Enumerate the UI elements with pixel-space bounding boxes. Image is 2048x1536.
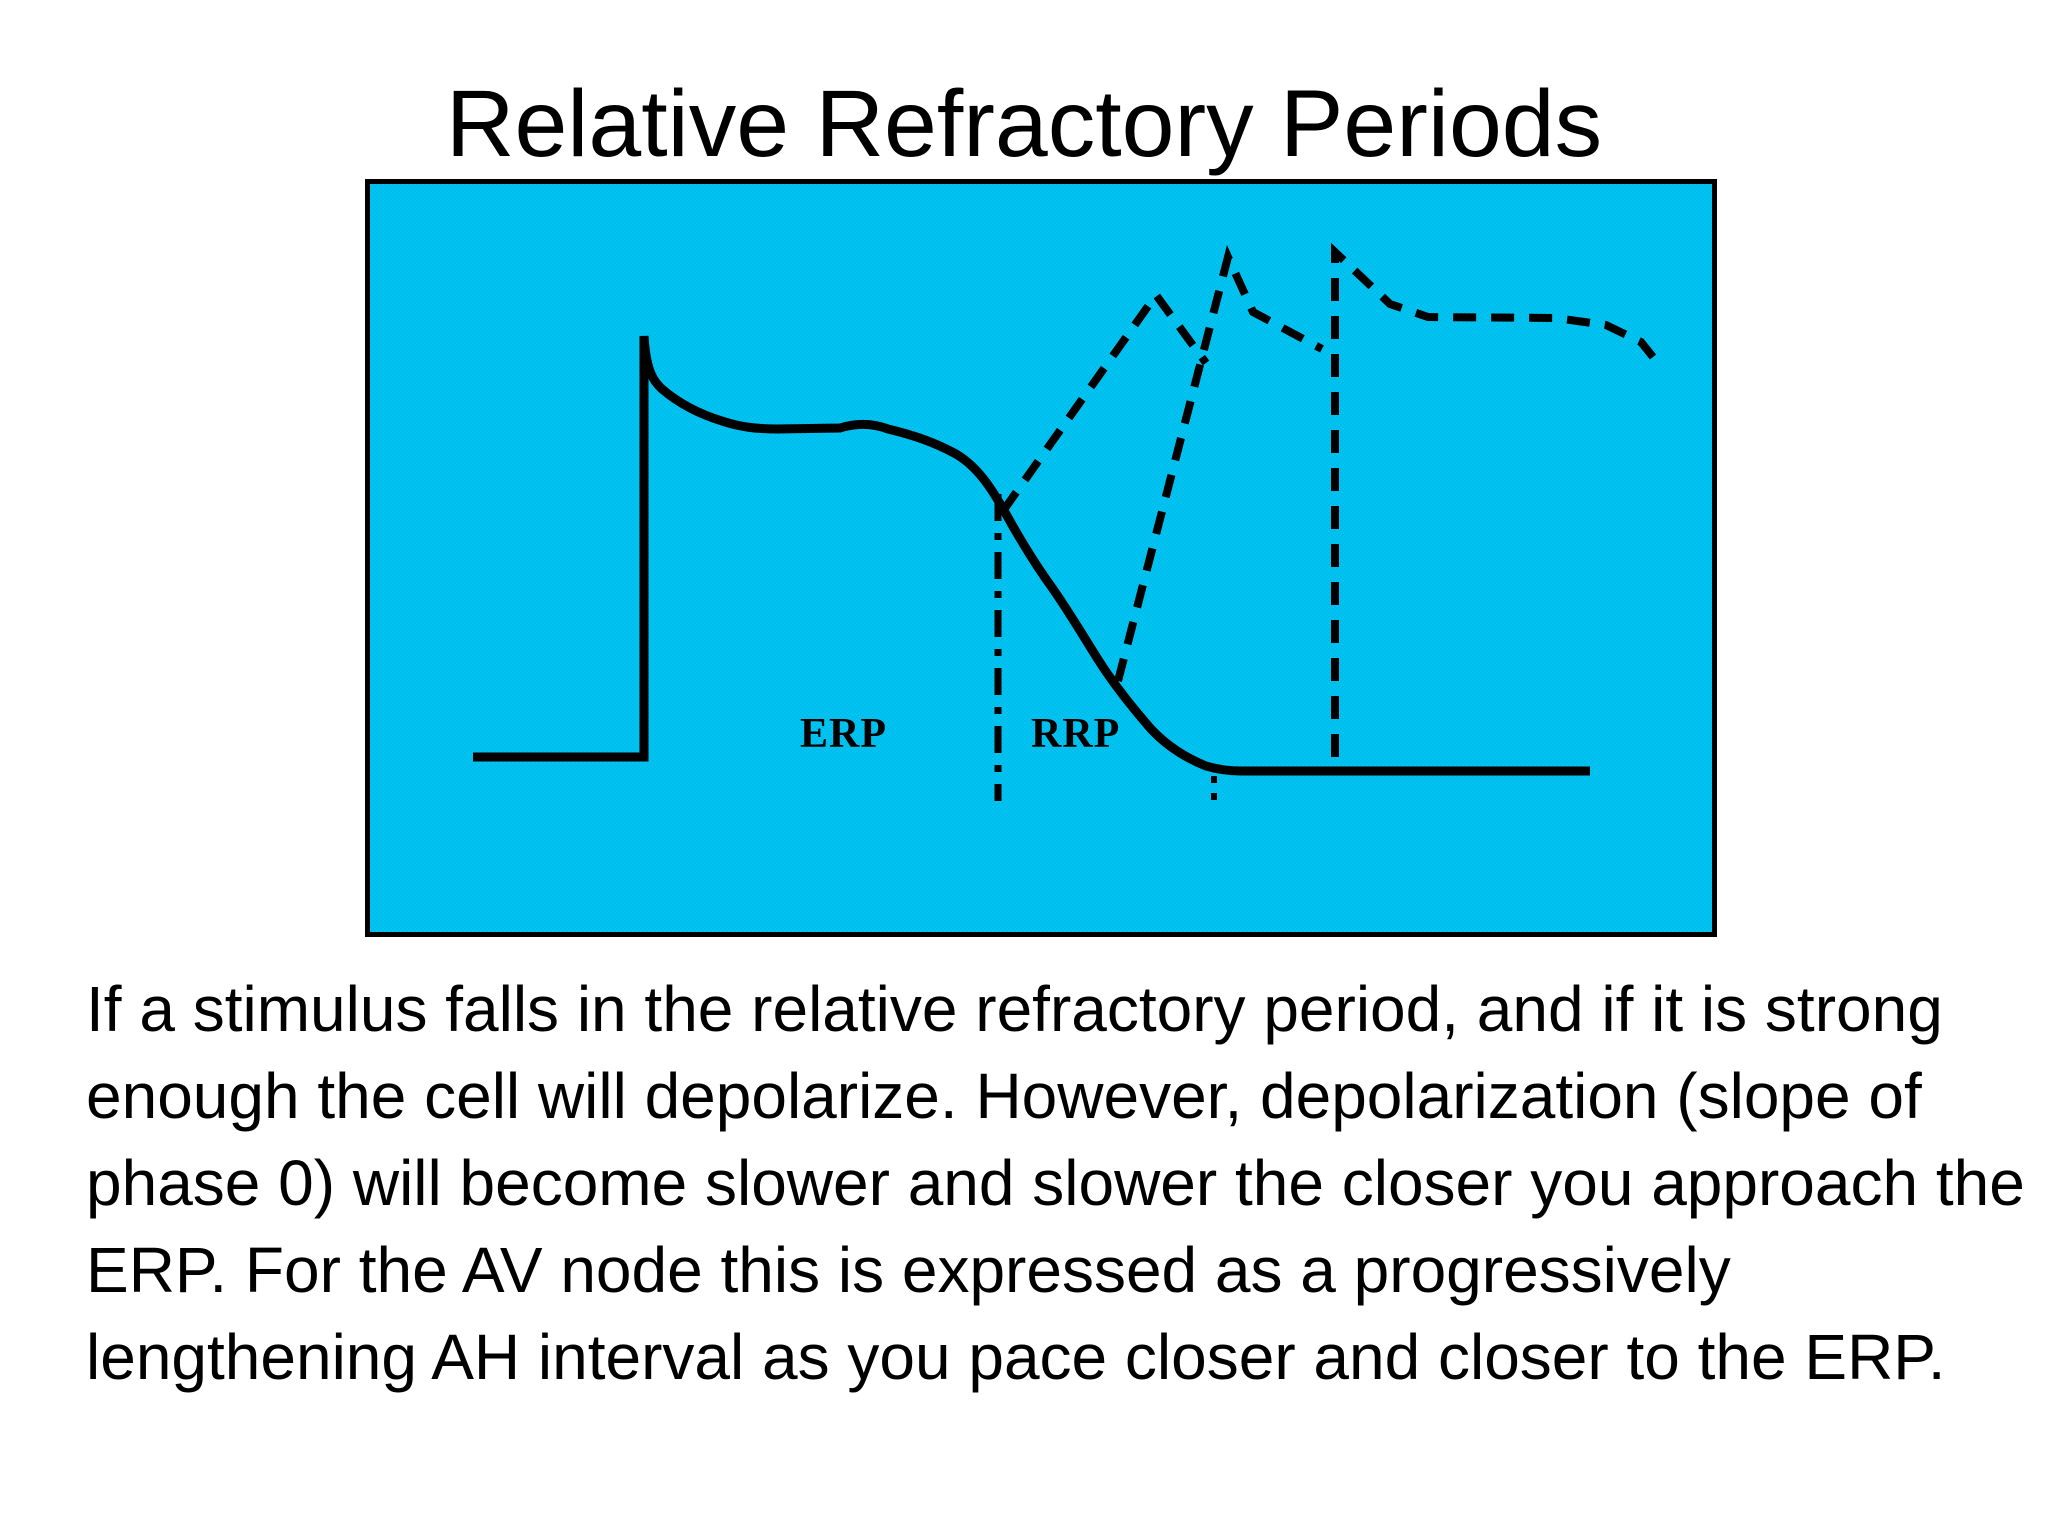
caption-line-2: enough the cell will depolarize. However… [86,1060,1922,1132]
diagram-panel [365,179,1717,937]
caption-line-5: lengthening AH interval as you pace clos… [86,1321,1946,1393]
normal-ap-after-rrp-line [1331,242,1657,757]
caption-line-1: If a stimulus falls in the relative refr… [86,973,1943,1045]
slide-title: Relative Refractory Periods [445,70,1603,177]
premature-ap-early-line [999,288,1210,514]
caption-paragraph: If a stimulus falls in the relative refr… [86,966,2025,1401]
caption-line-3: phase 0) will become slower and slower t… [86,1147,2025,1219]
premature-ap-late-line [1114,245,1324,683]
caption-line-4: ERP. For the AV node this is expressed a… [86,1234,1731,1306]
erp-label: ERP [800,711,887,757]
action-potential-diagram [473,242,1657,801]
rrp-label: RRP [1031,711,1121,757]
action-potential-curve [473,335,1590,776]
